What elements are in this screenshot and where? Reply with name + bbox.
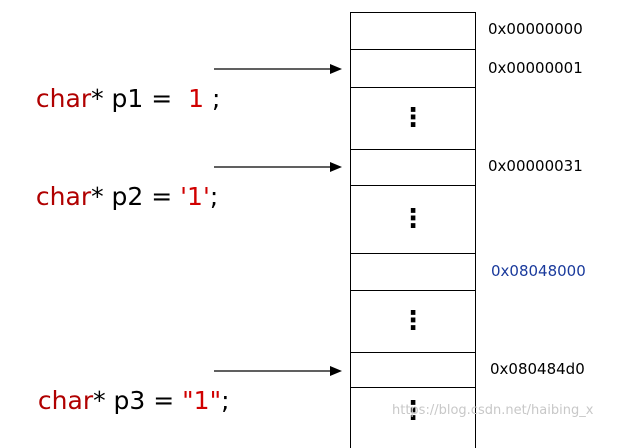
variable-assign: p2 = <box>103 182 181 211</box>
memory-cell <box>350 12 476 50</box>
memory-cell <box>350 253 476 291</box>
type-keyword: char <box>37 386 94 415</box>
literal-value: 1 <box>180 84 212 113</box>
type-keyword: char <box>35 84 92 113</box>
address-label: 0x00000001 <box>488 59 583 77</box>
address-label: 0x00000000 <box>488 20 583 38</box>
ellipsis-icon: ⋮ <box>400 103 426 133</box>
pointer-star: * <box>91 84 104 113</box>
semicolon: ; <box>209 182 219 211</box>
pointer-star: * <box>93 386 106 415</box>
statement-p2: char* p2 = '1'; <box>20 152 218 212</box>
arrow-p1 <box>214 64 342 74</box>
variable-assign: p3 = <box>105 386 183 415</box>
ellipsis-icon: ⋮ <box>400 204 426 234</box>
memory-column: ⋮ ⋮ ⋮ ⋮ <box>350 12 476 448</box>
type-keyword: char <box>35 182 92 211</box>
memory-cell <box>350 352 476 388</box>
memory-cell <box>350 149 476 186</box>
pointer-star: * <box>91 182 104 211</box>
address-label: 0x080484d0 <box>490 360 585 378</box>
memory-gap <box>350 387 476 448</box>
address-label: 0x00000031 <box>488 157 583 175</box>
address-label-highlighted: 0x08048000 <box>491 262 586 280</box>
variable-assign: p1 = <box>103 84 181 113</box>
arrow-p2 <box>214 162 342 172</box>
literal-value: "1" <box>182 386 222 415</box>
ellipsis-icon: ⋮ <box>400 396 426 426</box>
watermark: https://blog.csdn.net/haibing_x <box>392 403 594 418</box>
semicolon: ; <box>221 386 230 415</box>
arrow-p3 <box>214 366 342 376</box>
statement-p3: char* p3 = "1"; <box>22 356 230 416</box>
semicolon: ; <box>211 84 221 113</box>
literal-value: '1' <box>180 182 210 211</box>
ellipsis-icon: ⋮ <box>400 306 426 336</box>
statement-p1: char* p1 = 1 ; <box>20 54 221 114</box>
memory-cell <box>350 49 476 88</box>
